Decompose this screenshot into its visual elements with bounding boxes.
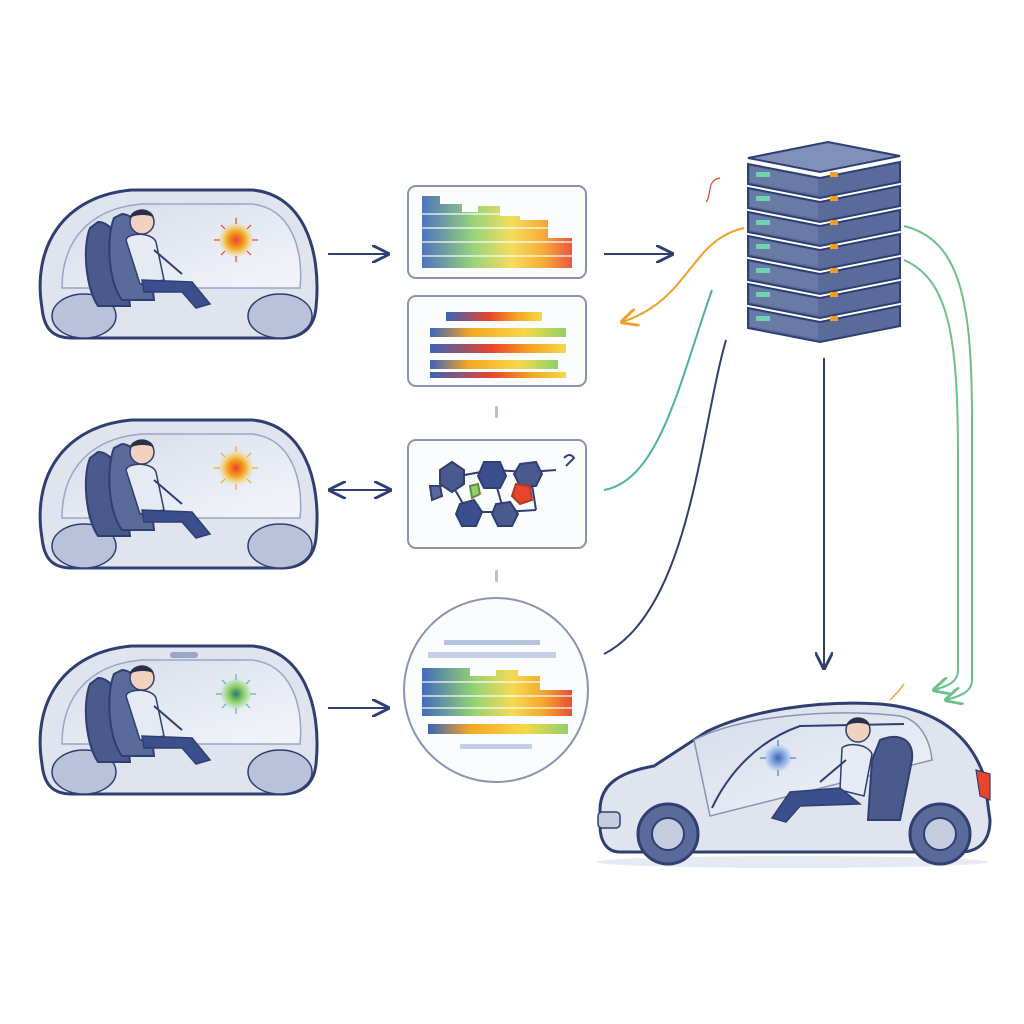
server-led-orange [830, 268, 838, 273]
server-led-green [756, 268, 770, 273]
panel-graph [407, 439, 587, 549]
cabin-pod-2 [38, 418, 319, 570]
navy-flow-from-circle [603, 339, 727, 655]
orange-sensor-icon [214, 446, 258, 490]
driver-icon [770, 717, 873, 823]
green-flow-outer [903, 225, 973, 700]
orange-sensor-icon [214, 218, 258, 262]
car-seat-icon [866, 735, 914, 821]
server-led-orange [830, 196, 838, 201]
green-sensor-icon [216, 674, 256, 714]
server-unit [747, 232, 901, 272]
pod-shell [38, 644, 319, 796]
server-unit [747, 280, 901, 320]
server-led-orange [830, 220, 838, 225]
heatmap-chart-icon [422, 196, 572, 268]
orange-small-mark [889, 683, 905, 701]
server-led-green [756, 292, 770, 297]
orange-small-flow [705, 177, 721, 203]
server-unit [747, 208, 901, 248]
heatmap-chart-icon [422, 640, 572, 749]
server-unit [747, 160, 901, 200]
server-unit [747, 304, 901, 344]
car-icon [596, 701, 992, 868]
panel-circle-heatmap [403, 597, 589, 783]
passenger-icon [125, 665, 212, 765]
orange-feedback-flow [622, 227, 745, 322]
network-graph-icon [428, 454, 576, 527]
blue-sensor-icon [760, 740, 796, 776]
teal-flow-from-graph [603, 289, 713, 491]
car-wheel-rear [908, 802, 972, 866]
green-flow-inner [903, 259, 959, 690]
server-led-orange [830, 292, 838, 297]
server-led-green [756, 196, 770, 201]
server-rack-icon [747, 140, 901, 344]
server-unit [747, 256, 901, 296]
server-led-orange [830, 244, 838, 249]
cabin-pod-1 [38, 188, 319, 340]
server-led-orange [830, 316, 838, 321]
car-wheel-front [636, 802, 700, 866]
pod-shell [38, 188, 319, 340]
panel-heat-bars [407, 185, 587, 279]
connector-dots [495, 406, 498, 582]
server-led-green [756, 244, 770, 249]
panel-stacked-bars [407, 295, 587, 387]
bar-chart-icon [430, 312, 566, 378]
server-led-green [756, 316, 770, 321]
pod-shell [38, 418, 319, 570]
passenger-icon [125, 439, 212, 539]
server-led-green [756, 220, 770, 225]
server-led-orange [830, 172, 838, 177]
cabin-pod-3 [38, 644, 319, 796]
passenger-icon [125, 209, 212, 309]
server-unit [747, 184, 901, 224]
server-led-green [756, 172, 770, 177]
